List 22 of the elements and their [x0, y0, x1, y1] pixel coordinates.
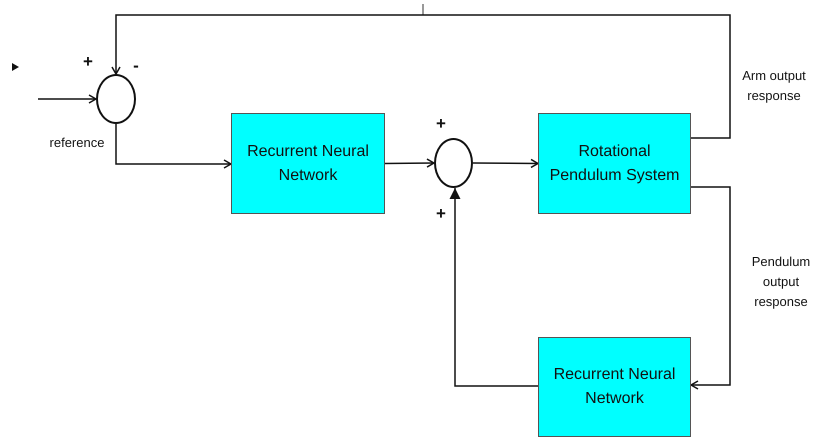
summing-junction	[434, 138, 473, 188]
node-label: Recurrent Neural Network	[552, 365, 676, 409]
arrow	[115, 124, 232, 169]
arrow	[690, 186, 731, 390]
arrow	[38, 94, 97, 104]
process-box	[538, 113, 691, 214]
node-label: Rotational Pendulum System	[548, 142, 680, 186]
arrow	[111, 14, 731, 139]
process-box	[538, 337, 691, 437]
signal-label: Arm output response	[741, 67, 807, 105]
plus-sign: +	[435, 204, 447, 224]
summing-junction	[96, 74, 136, 124]
plus-sign: +	[435, 114, 447, 134]
signal-label: Pendulum output response	[750, 253, 812, 311]
signal-label: reference	[48, 134, 106, 152]
process-box	[231, 113, 385, 214]
arrow	[385, 158, 435, 168]
arrow	[450, 188, 538, 387]
minus-sign: -	[132, 56, 140, 76]
arrow	[473, 158, 539, 168]
plus-sign: +	[82, 52, 94, 72]
node-label: Recurrent Neural Network	[246, 142, 370, 186]
